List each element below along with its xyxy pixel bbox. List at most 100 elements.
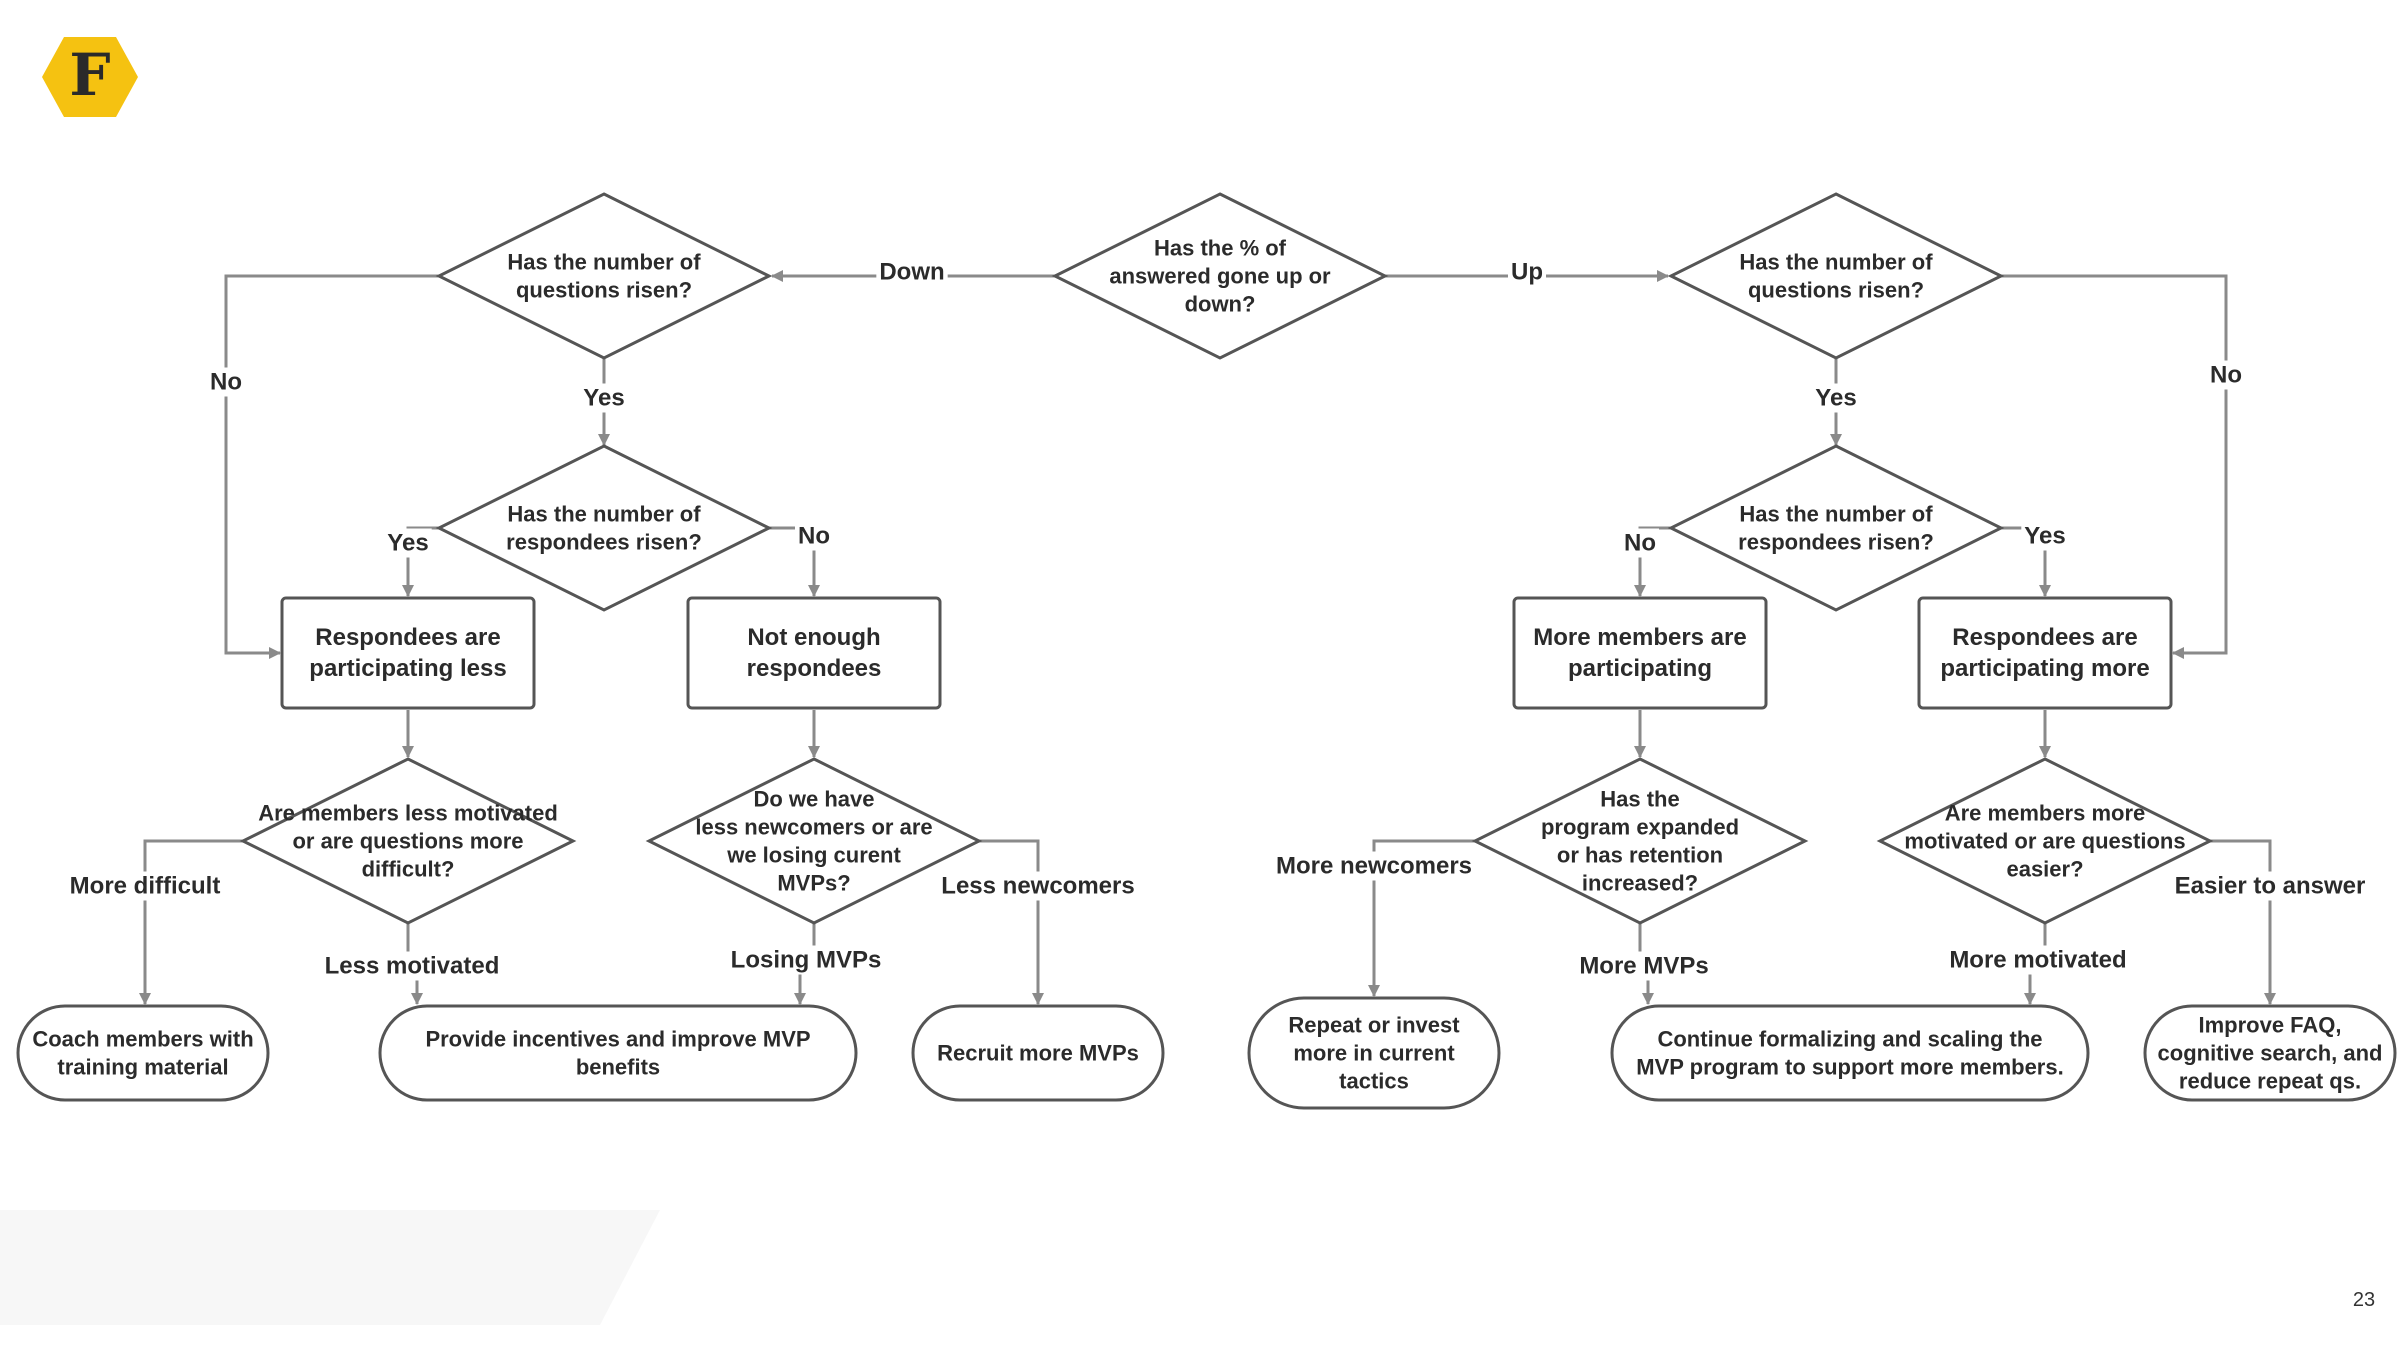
node-text-line: training material [57,1055,228,1080]
connector-arrow [224,274,439,659]
edge-label-background [2207,360,2245,390]
node-text-line: Improve FAQ, [2198,1013,2341,1038]
node-text-line: Are members less motivated [258,801,558,826]
edge-label-background [2171,871,2369,901]
edge-label: Down [879,259,944,286]
node-text-line: participating [1568,655,1712,682]
connector-arrow [1368,839,1475,997]
node-text-line: tactics [1339,1069,1409,1094]
edge-label: More difficult [70,873,221,900]
logo: F [42,37,138,117]
edge-label: Easier to answer [2175,873,2366,900]
edge-label: Up [1511,259,1543,286]
decision-diamond [645,757,983,925]
edge-label-background [1946,945,2130,975]
edge-label-background [2021,521,2069,551]
edge-label-background [384,528,432,558]
node-l-resp: Has the number of respondees risen? [435,444,773,612]
edge-label-background [1576,951,1712,981]
node-text-line: increased? [1582,871,1698,896]
node-t-continue: Continue formalizing and scaling theMVP … [1610,1004,2090,1102]
connector-arrow [2210,839,2276,1005]
node-text-line: Are members more [1945,801,2146,826]
process-box [1512,596,1768,710]
edge-label-background [321,951,503,981]
node-text-line: Continue formalizing and scaling the [1657,1027,2042,1052]
decision-diamond [1667,192,2005,360]
decision-diamond [435,192,773,360]
node-d-more-mot: Are members more motivated or are questio… [1876,757,2214,925]
connector-arrow [139,839,243,1005]
node-more-members: More members are participating [1512,596,1768,710]
node-text-line: respondees [747,655,882,682]
terminal-pill [1610,1004,2090,1102]
edge-label: Yes [2024,523,2065,550]
node-text-line: difficult? [362,857,455,882]
edge-label-background [1272,851,1476,881]
node-text-line: Has the number of [507,502,701,527]
node-text-line: MVP program to support more members. [1636,1055,2063,1080]
edge-label: No [798,523,830,550]
node-text-line: Has the [1600,787,1679,812]
node-not-enough: Not enough respondees [686,596,942,710]
page-number: 23 [2353,1289,2375,1311]
decision-diamond [1876,757,2214,925]
connector-arrow [402,526,439,597]
edge-label-background [938,871,1138,901]
decision-diamond [239,757,577,925]
logo-hexagon [42,37,138,117]
edge-label-background [795,521,833,551]
node-text-line: Do we have [753,787,874,812]
connector-arrow [979,839,1044,1005]
node-text-line: Repeat or invest [1288,1013,1460,1038]
node-d-program: Has the program expanded or has retention i… [1471,757,1809,925]
logo-letter: F [69,41,110,109]
node-text-line: Not enough [747,624,880,651]
node-text-line: Provide incentives and improve MVP [425,1027,810,1052]
node-text-line: program expanded [1541,815,1739,840]
node-text-line: motivated or are questions [1904,829,2185,854]
edge-label-background [66,871,224,901]
node-text-line: More members are [1533,624,1746,651]
decision-diamond [1471,757,1809,925]
node-text-line: Has the number of [1739,250,1933,275]
edge-label: More MVPs [1579,953,1708,980]
node-text-line: benefits [576,1055,660,1080]
node-text-line: reduce repeat qs. [2179,1069,2361,1094]
edge-label: Less newcomers [941,873,1134,900]
edge-label-background [1621,528,1659,558]
node-text-line: Has the number of [1739,502,1933,527]
terminal-pill [1247,996,1501,1110]
edge-label: More newcomers [1276,853,1472,880]
edge-label: Less motivated [325,953,500,980]
node-text-line: we losing curent [726,843,901,868]
node-t-faq: Improve FAQ, cognitive search, and reduce … [2143,1004,2397,1102]
edge-label: Yes [387,530,428,557]
node-text-line: questions risen? [516,278,692,303]
node-t-coach: Coach members with training material [16,1004,270,1102]
edge-label-background [727,945,885,975]
edge-label: Losing MVPs [731,947,882,974]
node-text-line: easier? [2006,857,2083,882]
node-t-incentives: Provide incentives and improve MVP benefi… [378,1004,858,1102]
edge-label: Yes [1815,385,1856,412]
node-text-line: cognitive search, and [2158,1041,2383,1066]
node-text-line: respondees risen? [506,530,702,555]
edge-label: No [1624,530,1656,557]
terminal-pill [378,1004,858,1102]
connector-arrow [1634,526,1671,597]
edge-label-background [1508,257,1546,287]
node-text-line: Coach members with [32,1027,253,1052]
edge-label-background [1812,383,1860,413]
node-text-line: participating less [309,655,506,682]
node-text-line: or has retention [1557,843,1723,868]
edge-label: Yes [583,385,624,412]
